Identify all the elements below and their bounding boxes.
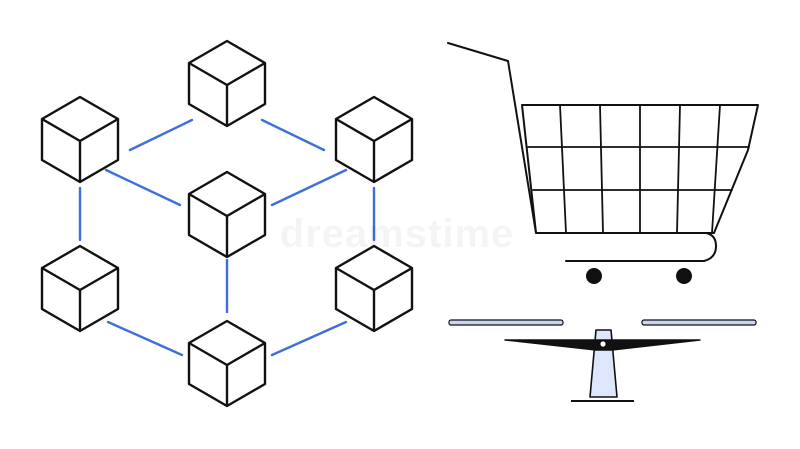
cart-grid: [527, 104, 750, 234]
scale-pan-right: [641, 319, 757, 326]
cube-icon-top: [187, 39, 267, 128]
cube-icon-upper-right: [334, 95, 414, 184]
connector-line: [270, 320, 348, 357]
cart-basket: [521, 104, 759, 234]
cube-icon-bottom: [187, 319, 267, 408]
cube-icon-lower-right: [334, 244, 414, 333]
scale-pan-left: [448, 319, 564, 326]
connector-line: [106, 320, 184, 357]
cart-wheel-left: [586, 268, 602, 284]
blockchain-network-icon: [40, 39, 414, 408]
connector-line: [104, 168, 182, 207]
cube-icon-lower-left: [40, 244, 120, 333]
balance-scale-icon: [448, 319, 757, 402]
connector-line: [270, 168, 348, 207]
scale-pivot: [599, 340, 607, 348]
connector-line: [260, 118, 326, 152]
cart-base-frame: [565, 232, 717, 262]
connector-line: [128, 118, 194, 152]
shopping-cart-icon: [447, 42, 759, 284]
cube-icon-center: [187, 170, 267, 259]
cart-wheel-right: [676, 268, 692, 284]
cart-handle: [447, 42, 707, 234]
network-connectors: [78, 118, 376, 357]
